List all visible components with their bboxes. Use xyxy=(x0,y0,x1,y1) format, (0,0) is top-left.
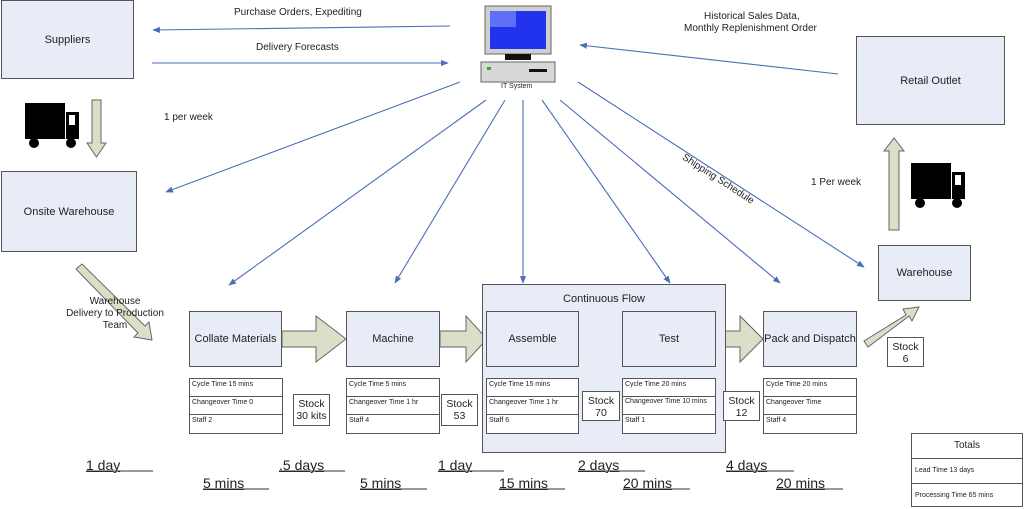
supplier-frequency-label: 1 per week xyxy=(164,112,213,123)
continuous-flow-label: Continuous Flow xyxy=(563,293,645,305)
process-time-4: 20 mins xyxy=(623,475,673,491)
staff: Staff 4 xyxy=(349,417,370,424)
onsite-warehouse-box: Onsite Warehouse xyxy=(1,171,137,252)
shipping-schedule-arrow xyxy=(577,81,865,268)
retail-frequency-label: 1 Per week xyxy=(811,177,862,188)
stock-label: Stock xyxy=(298,398,325,410)
warehouse-label: Warehouse xyxy=(896,267,953,279)
staff: Staff 6 xyxy=(489,417,510,424)
stock-value: 6 xyxy=(902,353,909,365)
data-box-collate-materials: Cycle Time 15 mins Changeover Time 0 Sta… xyxy=(189,378,283,434)
totals-box: Totals Lead Time 13 days Processing Time… xyxy=(911,433,1023,507)
changeover-time: Changeover Time 1 hr xyxy=(487,397,578,415)
it-to-machine-arrow xyxy=(394,99,506,284)
process-time-1: 5 mins xyxy=(203,475,245,491)
process-time-3: 15 mins xyxy=(499,475,549,491)
cycle-time: Cycle Time 20 mins xyxy=(623,379,715,397)
data-box-test: Cycle Time 20 mins Changeover Time 10 mi… xyxy=(622,378,716,434)
process-name: Pack and Dispatch xyxy=(764,333,856,345)
computer-icon xyxy=(480,5,556,83)
staff: Staff 1 xyxy=(625,417,646,424)
it-to-collate-arrow xyxy=(228,99,487,286)
changeover-time: Changeover Time 0 xyxy=(190,397,282,415)
changeover-time: Changeover Time 1 hr xyxy=(347,397,439,415)
truck-icon xyxy=(911,163,965,208)
process-machine: Machine xyxy=(346,311,440,367)
wait-time-2: .5 days xyxy=(279,457,325,473)
suppliers-label: Suppliers xyxy=(44,33,91,46)
it-to-onsite-warehouse-arrow xyxy=(165,81,461,193)
suppliers-box: Suppliers xyxy=(1,0,134,79)
historical-sales-arrow xyxy=(579,42,839,75)
purchase-orders-label: Purchase Orders, Expediting xyxy=(234,7,362,18)
changeover-time: Changeover Time 10 mins xyxy=(623,397,715,415)
changeover-time: Changeover Time xyxy=(764,397,856,415)
process-assemble: Assemble xyxy=(486,311,579,367)
stock-label: Stock xyxy=(892,341,919,353)
process-time-2: 5 mins xyxy=(360,475,402,491)
pack-to-warehouse-arrow xyxy=(863,306,920,348)
retail-outlet-box: Retail Outlet xyxy=(856,36,1005,125)
cycle-time: Cycle Time 15 mins xyxy=(487,379,578,397)
stock-box-test-pack: Stock 12 xyxy=(723,391,760,421)
processing-time: Processing Time 65 mins xyxy=(915,492,994,499)
process-name: Collate Materials xyxy=(194,333,277,345)
stock-box-pack-warehouse: Stock 6 xyxy=(887,337,924,367)
cycle-time: Cycle Time 5 mins xyxy=(347,379,439,397)
data-box-assemble: Cycle Time 15 mins Changeover Time 1 hr … xyxy=(486,378,579,434)
stock-box-machine-assemble: Stock 53 xyxy=(441,394,478,426)
wait-time-1: 1 day xyxy=(86,457,121,473)
stock-value: 30 kits xyxy=(296,410,327,422)
stock-value: 53 xyxy=(453,410,466,422)
stock-label: Stock xyxy=(728,395,755,407)
stock-box-assemble-test: Stock 70 xyxy=(582,391,620,421)
machine-to-assemble-arrow xyxy=(439,314,488,364)
lead-time: Lead Time 13 days xyxy=(912,459,1022,484)
warehouse-delivery-line-1: Warehouse xyxy=(89,296,141,307)
retail-up-arrow xyxy=(882,137,906,231)
stock-label: Stock xyxy=(446,398,473,410)
historical-sales-label-1: Historical Sales Data, xyxy=(704,11,800,22)
wait-time-5: 4 days xyxy=(726,457,768,473)
collate-to-machine-arrow xyxy=(281,314,347,364)
process-name: Test xyxy=(658,333,680,345)
process-name: Machine xyxy=(372,333,414,345)
data-box-pack-and-dispatch: Cycle Time 20 mins Changeover Time Staff… xyxy=(763,378,857,434)
stock-value: 12 xyxy=(735,407,748,419)
process-name: Assemble xyxy=(508,333,557,345)
warehouse-delivery-label: Warehouse Delivery to Production Team xyxy=(60,296,170,332)
supplier-down-arrow xyxy=(86,99,107,158)
purchase-orders-arrow xyxy=(152,25,451,33)
historical-sales-label-2: Monthly Replenishment Order xyxy=(684,23,817,34)
delivery-forecasts-label: Delivery Forecasts xyxy=(256,42,339,53)
information-flows xyxy=(152,25,865,286)
retail-outlet-label: Retail Outlet xyxy=(900,74,961,87)
warehouse-delivery-arrow xyxy=(75,263,153,341)
it-to-pack-arrow xyxy=(559,99,781,284)
staff: Staff 2 xyxy=(192,417,213,424)
stock-value: 70 xyxy=(595,407,607,419)
warehouse-delivery-line-2: Delivery to Production xyxy=(66,308,164,319)
staff: Staff 4 xyxy=(766,417,787,424)
data-box-machine: Cycle Time 5 mins Changeover Time 1 hr S… xyxy=(346,378,440,434)
stock-label: Stock xyxy=(587,395,615,407)
wait-time-4: 2 days xyxy=(578,457,620,473)
process-pack-and-dispatch: Pack and Dispatch xyxy=(763,311,857,367)
warehouse-delivery-line-3: Team xyxy=(102,320,128,331)
process-test: Test xyxy=(622,311,716,367)
it-system-label: IT System xyxy=(501,83,533,90)
process-time-5: 20 mins xyxy=(776,475,826,491)
stock-box-collate-machine: Stock 30 kits xyxy=(293,394,330,426)
warehouse-box: Warehouse xyxy=(878,245,971,301)
totals-title: Totals xyxy=(912,434,1022,459)
cycle-time: Cycle Time 20 mins xyxy=(764,379,856,397)
wait-time-3: 1 day xyxy=(438,457,473,473)
truck-icon xyxy=(25,103,79,148)
process-collate-materials: Collate Materials xyxy=(189,311,282,367)
cycle-time: Cycle Time 15 mins xyxy=(190,379,282,397)
it-to-test-arrow xyxy=(541,99,671,284)
onsite-warehouse-label: Onsite Warehouse xyxy=(23,205,115,218)
